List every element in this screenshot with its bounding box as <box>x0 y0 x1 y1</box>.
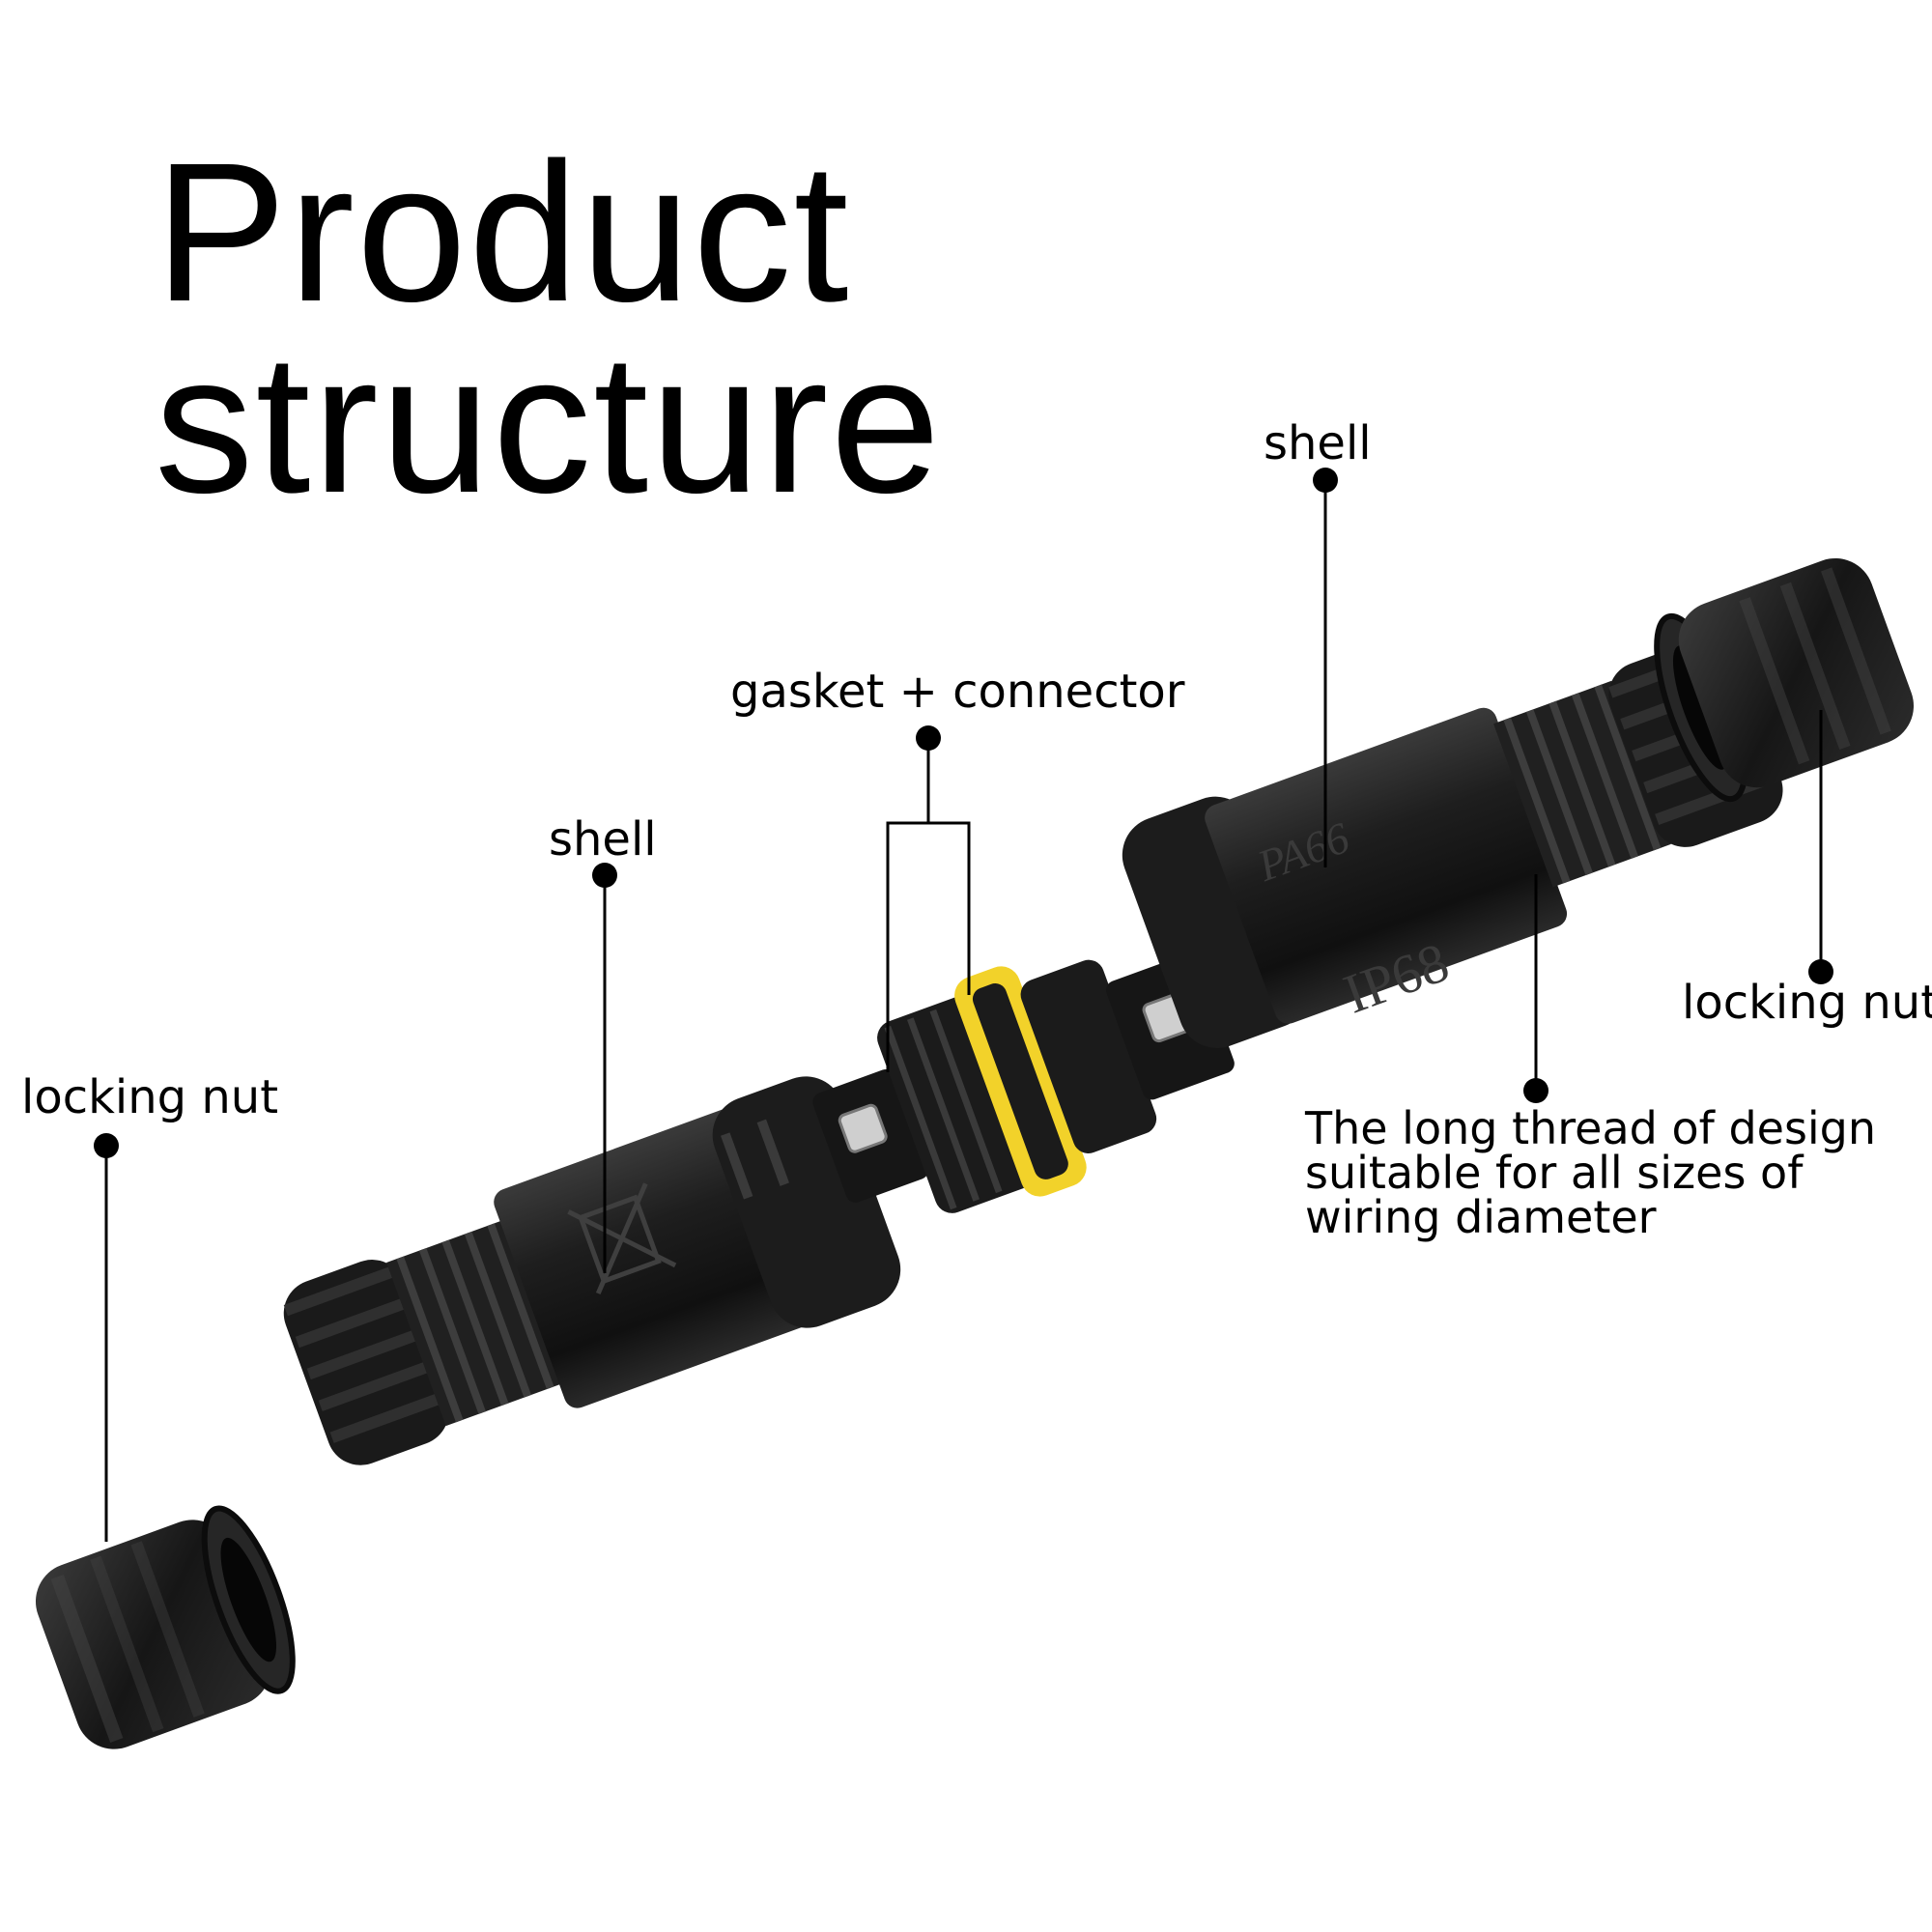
leader-shell-top <box>1313 468 1338 867</box>
leader-locking-nut-right <box>1808 710 1833 984</box>
shell-left <box>283 1076 901 1465</box>
note-line-2: suitable for all sizes of <box>1305 1147 1804 1199</box>
leader-shell-left <box>592 863 617 1273</box>
gasket-connector <box>812 953 1235 1213</box>
note-line-1: The long thread of design <box>1305 1102 1877 1154</box>
leader-long-thread <box>1523 874 1548 1103</box>
label-locking-nut-right: locking nut <box>1682 976 1932 1030</box>
title-line-2: structure <box>155 313 943 534</box>
label-shell-top: shell <box>1264 416 1372 470</box>
leader-locking-nut-left <box>94 1133 119 1542</box>
title-line-1: Product <box>155 122 851 343</box>
long-thread-note: The long thread of design suitable for a… <box>1305 1106 1876 1239</box>
label-locking-nut-left: locking nut <box>21 1070 279 1124</box>
label-shell-left: shell <box>549 812 657 867</box>
note-line-3: wiring diameter <box>1305 1191 1657 1243</box>
label-gasket-connector: gasket + connector <box>730 665 1185 719</box>
leader-gasket-connector <box>886 725 971 1072</box>
locking-nut-right <box>1654 557 1914 803</box>
locking-nut-left <box>35 1505 296 1749</box>
